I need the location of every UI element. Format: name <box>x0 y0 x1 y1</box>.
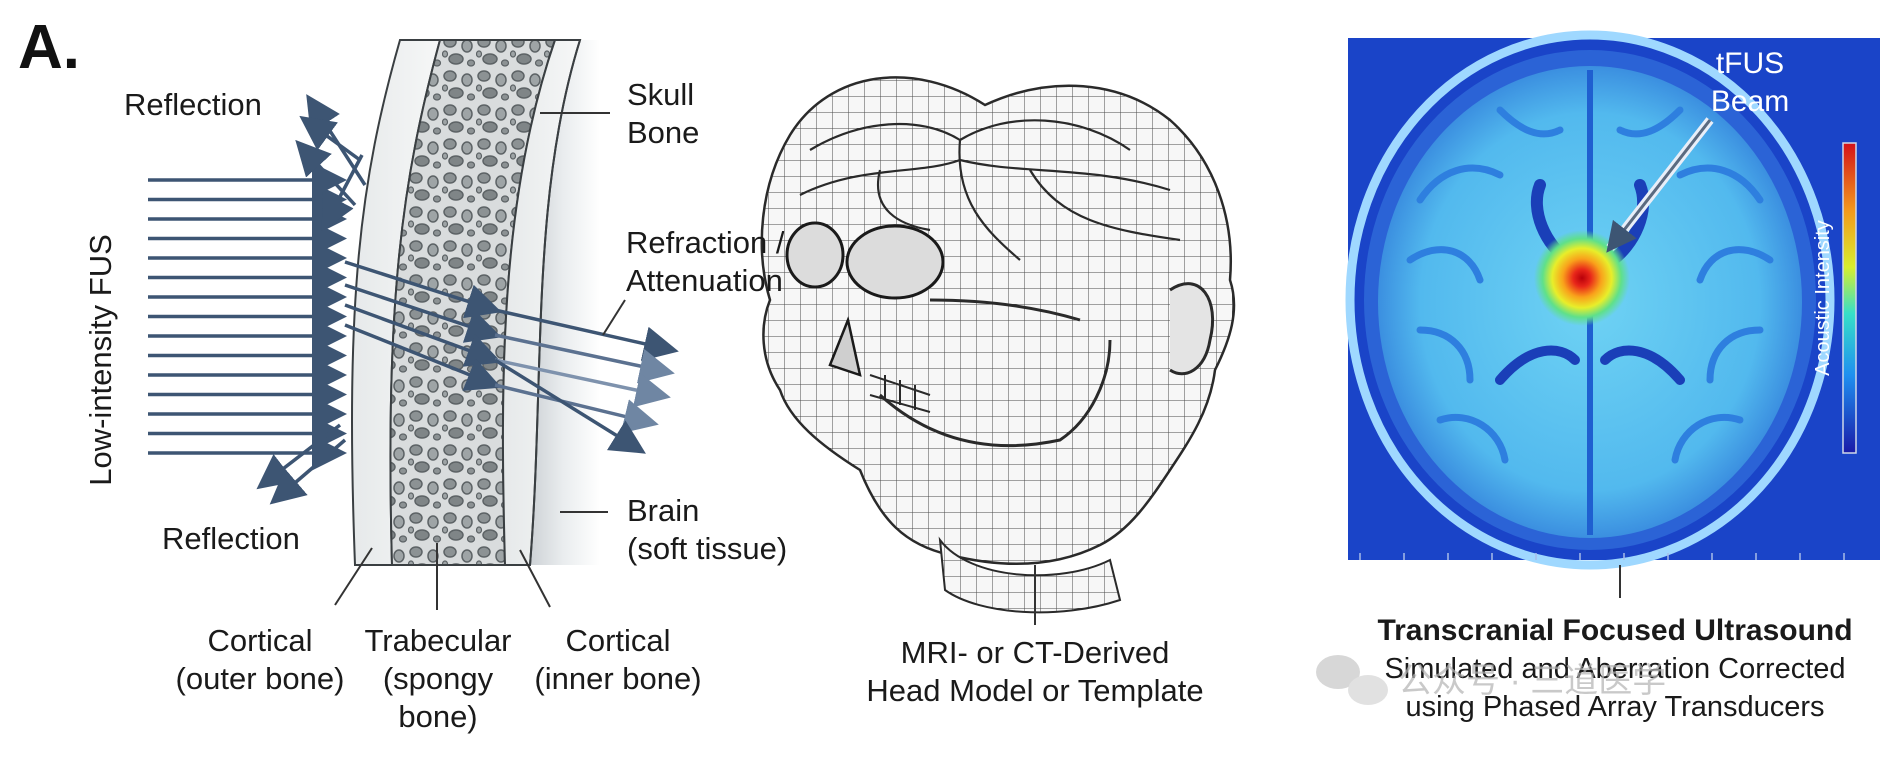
reflection-top-label: Reflection <box>124 87 262 122</box>
cortical-inner-label: Cortical (inner bone) <box>534 623 702 696</box>
reflection-arrows-top <box>295 94 367 232</box>
reflection-arrows-bottom <box>256 423 347 505</box>
watermark-logo <box>1316 655 1388 705</box>
tfus-caption-body: Simulated and Aberration Corrected using… <box>1384 653 1846 723</box>
incoming-fus-label: Low-intensity FUS <box>83 234 118 486</box>
watermark-text: 公众号 · 三道医学 <box>1398 662 1667 700</box>
incoming-ultrasound-arrows <box>148 162 347 471</box>
acoustic-intensity-label: Acoustic Intensity <box>1812 220 1834 376</box>
brain-axial-simulation <box>1345 30 1880 598</box>
refracted-arrows <box>344 260 679 454</box>
panel-label: A. <box>18 13 80 82</box>
tfus-beam-label: tFUS Beam <box>1710 47 1790 118</box>
reflection-bottom-label: Reflection <box>162 521 300 556</box>
tfus-caption-title: Transcranial Focused Ultrasound <box>1377 614 1853 647</box>
brain-soft-tissue-label: Brain (soft tissue) <box>627 493 788 566</box>
skull-leader-lines <box>334 112 626 610</box>
skull-bone-label: Skull Bone <box>627 77 700 150</box>
head-model-caption: MRI- or CT-Derived Head Model or Templat… <box>866 635 1204 708</box>
refraction-label: Refraction / Attenuation <box>626 225 785 298</box>
head-wireframe-model <box>760 76 1236 625</box>
trabecular-label: Trabecular (spongy bone) <box>364 623 512 734</box>
cortical-outer-label: Cortical (outer bone) <box>175 623 345 696</box>
